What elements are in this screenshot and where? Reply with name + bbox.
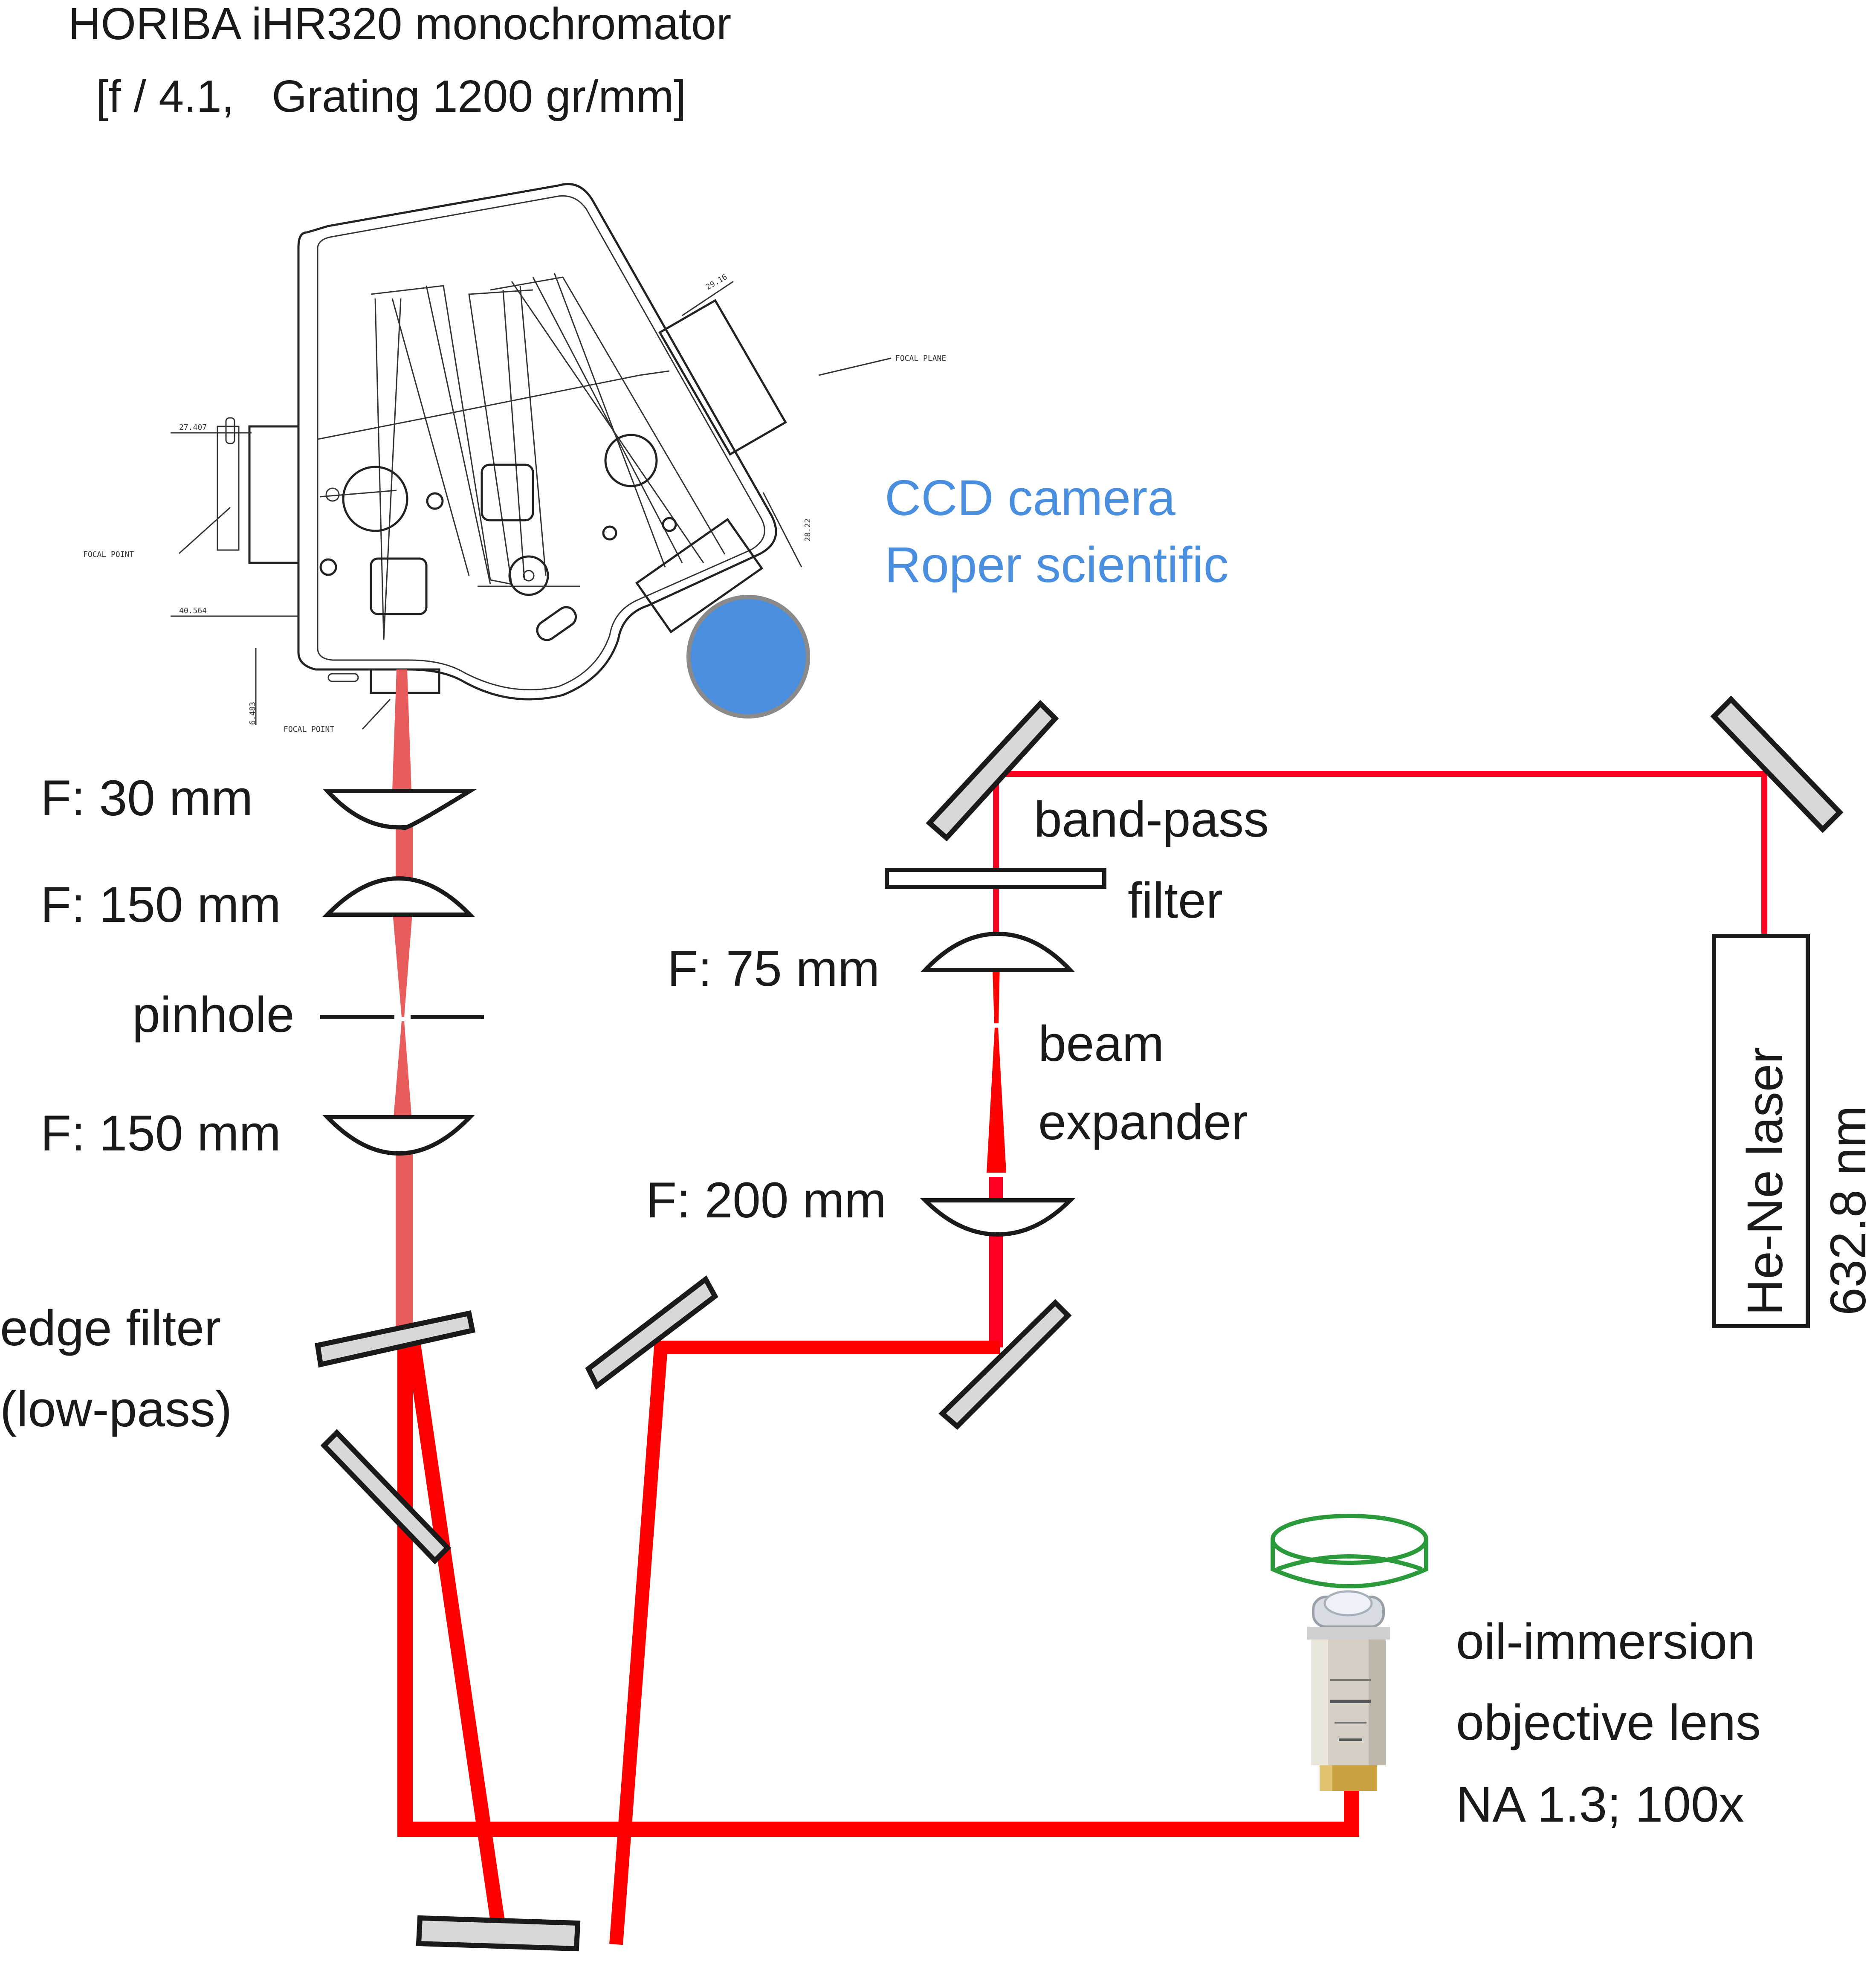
lens-f75 — [920, 931, 1075, 972]
ccd-vendor-label: Roper scientific — [885, 537, 1229, 593]
detection-beam — [391, 669, 414, 1326]
objective-label-3: NA 1.3; 100x — [1456, 1776, 1744, 1833]
lens-f75-label: F: 75 mm — [667, 941, 880, 997]
lens-f150-bottom — [322, 1115, 475, 1156]
mirror-expander-bottom — [938, 1299, 1072, 1430]
dimension-2822: 28.22 — [803, 519, 812, 542]
edge-filter-label-2: (low-pass) — [0, 1381, 232, 1437]
edge-filter-label-1: edge filter — [0, 1300, 221, 1356]
lens-f200-label: F: 200 mm — [646, 1172, 886, 1228]
objective-label-1: oil-immersion — [1456, 1614, 1755, 1670]
bandpass-label-2: filter — [1128, 872, 1223, 929]
laser-wavelength: 632.8 nm — [1820, 1106, 1876, 1315]
dimension-2916: 29.16 — [704, 272, 729, 292]
beam-expander-label-1: beam — [1038, 1016, 1164, 1072]
dimension-6483: 6.483 — [248, 702, 257, 725]
excitation-beam — [397, 771, 1767, 1946]
beam-expander-label-2: expander — [1038, 1094, 1248, 1150]
lens-f150-top-label: F: 150 mm — [41, 877, 281, 933]
dimension-27407: 27.407 — [179, 423, 207, 432]
bandpass-filter — [885, 868, 1106, 889]
sample-dish-icon — [1271, 1514, 1428, 1588]
ccd-label: CCD camera — [885, 470, 1175, 526]
monochromator-drawing: 27.407 40.564 6.483 29.16 28.22 FOCAL PO… — [83, 183, 946, 734]
mirror-bottom-left — [320, 1429, 452, 1564]
mirror-top-right — [1710, 695, 1844, 833]
laser-name: He-Ne laser — [1737, 1047, 1793, 1315]
lens-f30 — [322, 789, 478, 830]
callout-focal-point-bottom: FOCAL POINT — [284, 725, 334, 734]
pinhole-label: pinhole — [132, 987, 295, 1043]
mirror-top-left — [926, 700, 1059, 842]
mirror-bottom — [416, 1915, 581, 1952]
edge-filter-mirror — [315, 1310, 476, 1368]
bandpass-label-1: band-pass — [1034, 791, 1269, 848]
lens-f150-bottom-label: F: 150 mm — [41, 1105, 281, 1162]
lens-f150-top — [322, 876, 475, 917]
hene-laser-box — [1712, 934, 1810, 1328]
objective-lens-icon — [1307, 1590, 1390, 1791]
lens-f200 — [920, 1198, 1076, 1237]
callout-focal-point-side: FOCAL POINT — [83, 550, 134, 559]
objective-label-2: objective lens — [1456, 1695, 1761, 1751]
mirror-steering-left — [585, 1275, 718, 1390]
dimension-40564: 40.564 — [179, 606, 207, 615]
callout-focal-plane: FOCAL PLANE — [895, 354, 946, 363]
monochromator-title: HORIBA iHR320 monochromator — [68, 0, 731, 49]
lens-f30-label: F: 30 mm — [41, 770, 253, 826]
ccd-camera-icon — [686, 595, 810, 718]
monochromator-specs: [f / 4.1, Grating 1200 gr/mm] — [96, 71, 686, 122]
